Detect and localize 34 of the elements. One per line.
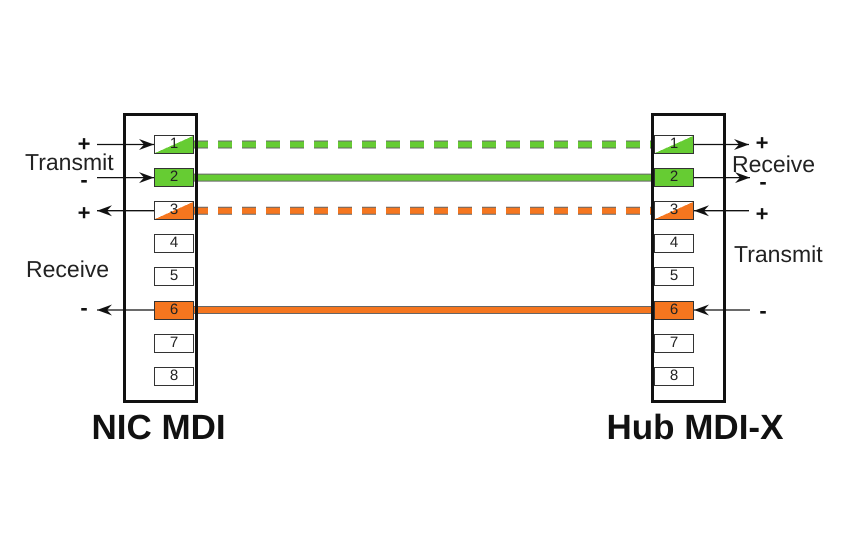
- signal-direction-label: Transmit: [734, 244, 823, 264]
- connector-name: Hub MDI-X: [606, 408, 784, 446]
- pin-terminal: 2: [654, 168, 694, 188]
- pin-terminal: 4: [654, 234, 694, 254]
- polarity-sign: +: [77, 205, 91, 221]
- signal-arrow: [694, 205, 749, 216]
- pin-terminal: 7: [154, 334, 194, 353]
- signal-arrow: [694, 304, 750, 316]
- polarity-sign: +: [755, 206, 769, 222]
- pin-terminal: 5: [654, 267, 694, 286]
- pin-terminal: 6: [154, 300, 194, 320]
- signal-direction-label: Receive: [732, 154, 816, 174]
- signal-arrow: [694, 139, 749, 150]
- pin-terminal: 5: [154, 267, 194, 286]
- polarity-sign: -: [77, 172, 91, 188]
- pin-terminal: 8: [154, 366, 194, 386]
- signal-arrow: [97, 304, 154, 316]
- polarity-sign: +: [77, 136, 91, 152]
- signal-arrow: [694, 172, 750, 184]
- signal-direction-label: Receive: [26, 258, 110, 278]
- pin-terminal: 8: [654, 366, 694, 386]
- connector-name: NIC MDI: [92, 408, 226, 446]
- polarity-sign: -: [756, 303, 770, 319]
- pin-terminal: 6: [654, 300, 694, 320]
- signal-arrow: [97, 172, 154, 184]
- pin-terminal: 4: [154, 234, 194, 254]
- polarity-sign: -: [77, 300, 91, 316]
- signal-direction-label: Transmit: [25, 152, 114, 172]
- pin-terminal: 7: [654, 334, 694, 353]
- pin-terminal: 2: [154, 168, 194, 188]
- signal-arrow: [97, 205, 154, 216]
- polarity-sign: -: [756, 174, 770, 190]
- signal-arrow: [97, 139, 154, 150]
- polarity-sign: +: [755, 135, 769, 151]
